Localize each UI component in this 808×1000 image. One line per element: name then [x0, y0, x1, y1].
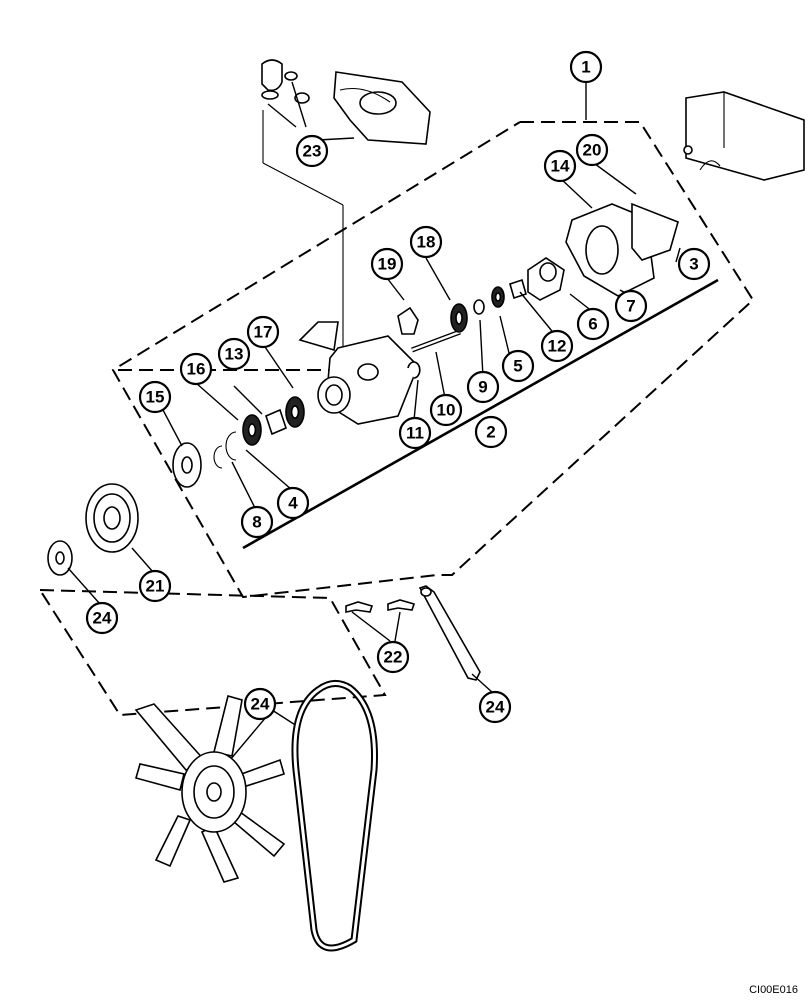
callout-12: 12: [540, 329, 574, 363]
assembly-base-line: [242, 278, 719, 550]
callout-6: 6: [576, 307, 610, 341]
callout-3: 3: [677, 247, 711, 281]
callout-21: 21: [138, 569, 172, 603]
svg-text:18: 18: [417, 233, 436, 252]
callout-2: 2: [474, 415, 508, 449]
callout-17: 17: [246, 315, 280, 349]
callout-20: 20: [575, 133, 609, 167]
svg-text:12: 12: [548, 337, 567, 356]
svg-text:23: 23: [303, 142, 322, 161]
svg-text:11: 11: [406, 424, 424, 443]
callout-23: 23: [295, 134, 329, 168]
svg-text:4: 4: [288, 494, 298, 513]
bolts-and-bracket: [345, 585, 481, 681]
svg-text:20: 20: [583, 141, 602, 160]
svg-text:8: 8: [252, 513, 261, 532]
callout-24-hub: 24: [85, 601, 119, 635]
callout-7: 7: [614, 289, 648, 323]
v-belt: [291, 680, 378, 952]
cooling-fan: [134, 695, 286, 883]
svg-text:2: 2: [486, 423, 495, 442]
svg-text:6: 6: [588, 315, 597, 334]
svg-text:10: 10: [437, 401, 456, 420]
callout-22: 22: [376, 640, 410, 674]
thermostat-housing-group: [261, 59, 431, 355]
callout-16: 16: [179, 352, 213, 386]
svg-text:3: 3: [689, 255, 698, 274]
svg-text:15: 15: [146, 388, 165, 407]
assembly-boundary-outer: [111, 121, 755, 599]
callout-10: 10: [429, 393, 463, 427]
svg-text:1: 1: [581, 58, 590, 77]
svg-text:22: 22: [384, 648, 403, 667]
svg-text:19: 19: [378, 255, 397, 274]
pump-housing: [298, 321, 419, 425]
svg-text:9: 9: [478, 378, 487, 397]
svg-text:21: 21: [146, 577, 165, 596]
callout-18: 18: [409, 225, 443, 259]
callout-15: 15: [138, 380, 172, 414]
svg-text:13: 13: [225, 345, 244, 364]
callout-13: 13: [217, 337, 251, 371]
svg-text:5: 5: [513, 357, 522, 376]
callout-19: 19: [370, 247, 404, 281]
svg-text:24: 24: [93, 609, 112, 628]
svg-text:7: 7: [626, 297, 635, 316]
fan-group-boundary: [39, 589, 387, 717]
svg-text:24: 24: [486, 698, 505, 717]
callout-1: 1: [569, 50, 603, 84]
pump-shaft: [411, 329, 461, 353]
svg-text:14: 14: [551, 157, 570, 176]
svg-text:16: 16: [187, 360, 206, 379]
figure-code: CI00E016: [749, 984, 798, 996]
svg-text:24: 24: [251, 695, 270, 714]
callout-8: 8: [240, 505, 274, 539]
callout-11: 11: [398, 416, 432, 450]
callout-5: 5: [501, 349, 535, 383]
callout-14: 14: [543, 149, 577, 183]
callout-24-fan: 24: [243, 687, 277, 721]
callout-24-bracket: 24: [478, 690, 512, 724]
svg-text:17: 17: [254, 323, 273, 342]
engine-block-fragment: [683, 91, 805, 181]
callout-9: 9: [466, 370, 500, 404]
callout-4: 4: [276, 486, 310, 520]
pump-components: [47, 202, 679, 576]
